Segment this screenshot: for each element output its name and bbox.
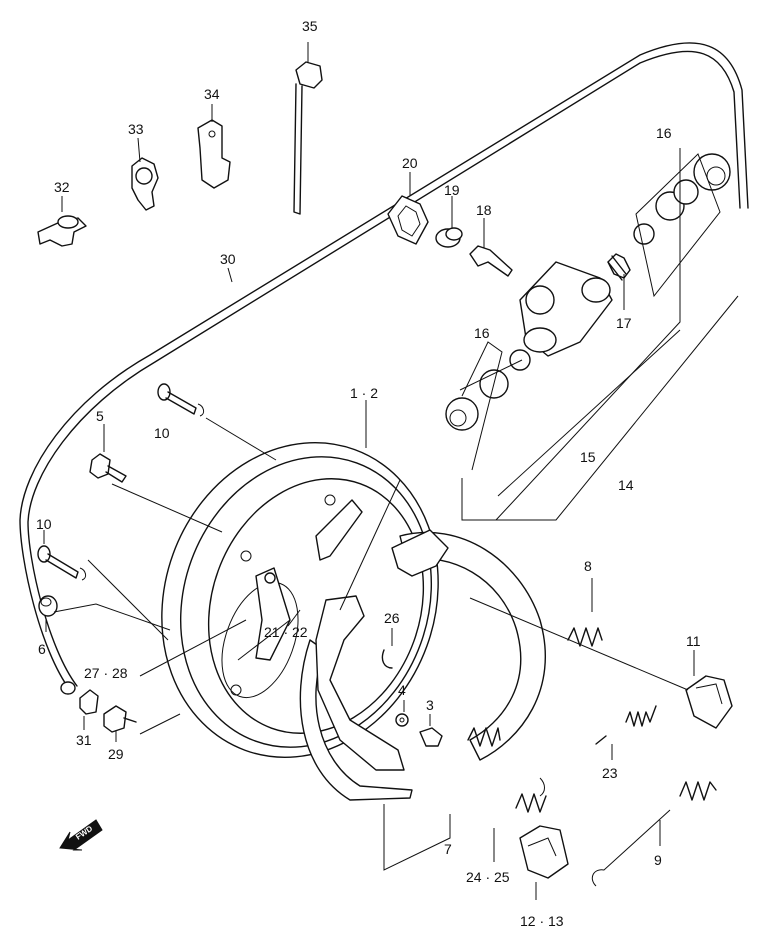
label-3: 3 — [426, 697, 434, 713]
label-17: 17 — [616, 315, 632, 331]
label-18: 18 — [476, 202, 492, 218]
label-32: 32 — [54, 179, 70, 195]
label-7: 7 — [444, 841, 452, 857]
screw-3 — [419, 727, 443, 747]
label-1-2: 1 · 2 — [350, 385, 379, 401]
label-23: 23 — [602, 765, 618, 781]
union-29 — [103, 705, 137, 733]
wheel-cylinder-body — [519, 261, 613, 357]
spring-8 — [567, 627, 603, 647]
cylinder-kit-right — [607, 153, 731, 281]
callout-brackets — [459, 148, 739, 521]
brake-shoe-7 — [299, 529, 546, 801]
label-29: 29 — [108, 746, 124, 762]
spring-23 — [595, 705, 657, 745]
label-11: 11 — [686, 633, 701, 649]
bleeder-screw-18 — [469, 245, 513, 277]
spring-9 — [591, 781, 717, 887]
label-27-28: 27 · 28 — [84, 665, 128, 681]
label-16-upper: 16 — [656, 125, 672, 141]
connector-31 — [79, 689, 99, 715]
label-35: 35 — [302, 18, 318, 34]
label-31: 31 — [76, 732, 92, 748]
pin-26 — [381, 649, 393, 669]
adjuster-12-13 — [519, 825, 569, 879]
label-20: 20 — [402, 155, 418, 171]
clip-11 — [685, 675, 733, 729]
spring-lower-7 — [467, 727, 501, 747]
clip-34 — [197, 119, 231, 189]
label-24-25: 24 · 25 — [466, 869, 510, 885]
backing-plate — [161, 442, 439, 758]
label-6: 6 — [38, 641, 46, 657]
cable-tie-35 — [293, 61, 323, 215]
bleeder-cap-19 — [435, 227, 463, 248]
gasket-20 — [387, 195, 429, 245]
label-12-13: 12 · 13 — [520, 913, 564, 929]
label-16-lower: 16 — [474, 325, 490, 341]
label-26: 26 — [384, 610, 400, 626]
fwd-arrow-icon: FWD — [59, 819, 103, 851]
label-5: 5 — [96, 408, 104, 424]
washer-4 — [395, 713, 409, 727]
label-34: 34 — [204, 86, 220, 102]
spring-24-25 — [515, 777, 547, 813]
bolt-10-upper — [157, 383, 205, 417]
label-14: 14 — [618, 477, 634, 493]
nut-6 — [38, 595, 58, 617]
label-10-upper: 10 — [154, 425, 170, 441]
label-30: 30 — [220, 251, 236, 267]
leader-lines — [43, 42, 695, 900]
parking-lever — [255, 499, 363, 661]
bolt-5 — [89, 453, 127, 483]
label-4: 4 — [398, 682, 406, 698]
label-9: 9 — [654, 852, 662, 868]
label-19: 19 — [444, 182, 460, 198]
label-21-22: 21 · 22 — [264, 624, 308, 640]
clip-33 — [131, 157, 159, 211]
clip-32 — [37, 215, 87, 247]
label-33: 33 — [128, 121, 144, 137]
label-10-lower: 10 — [36, 516, 52, 532]
label-15: 15 — [580, 449, 596, 465]
label-8: 8 — [584, 558, 592, 574]
bolt-10-lower — [37, 545, 87, 581]
